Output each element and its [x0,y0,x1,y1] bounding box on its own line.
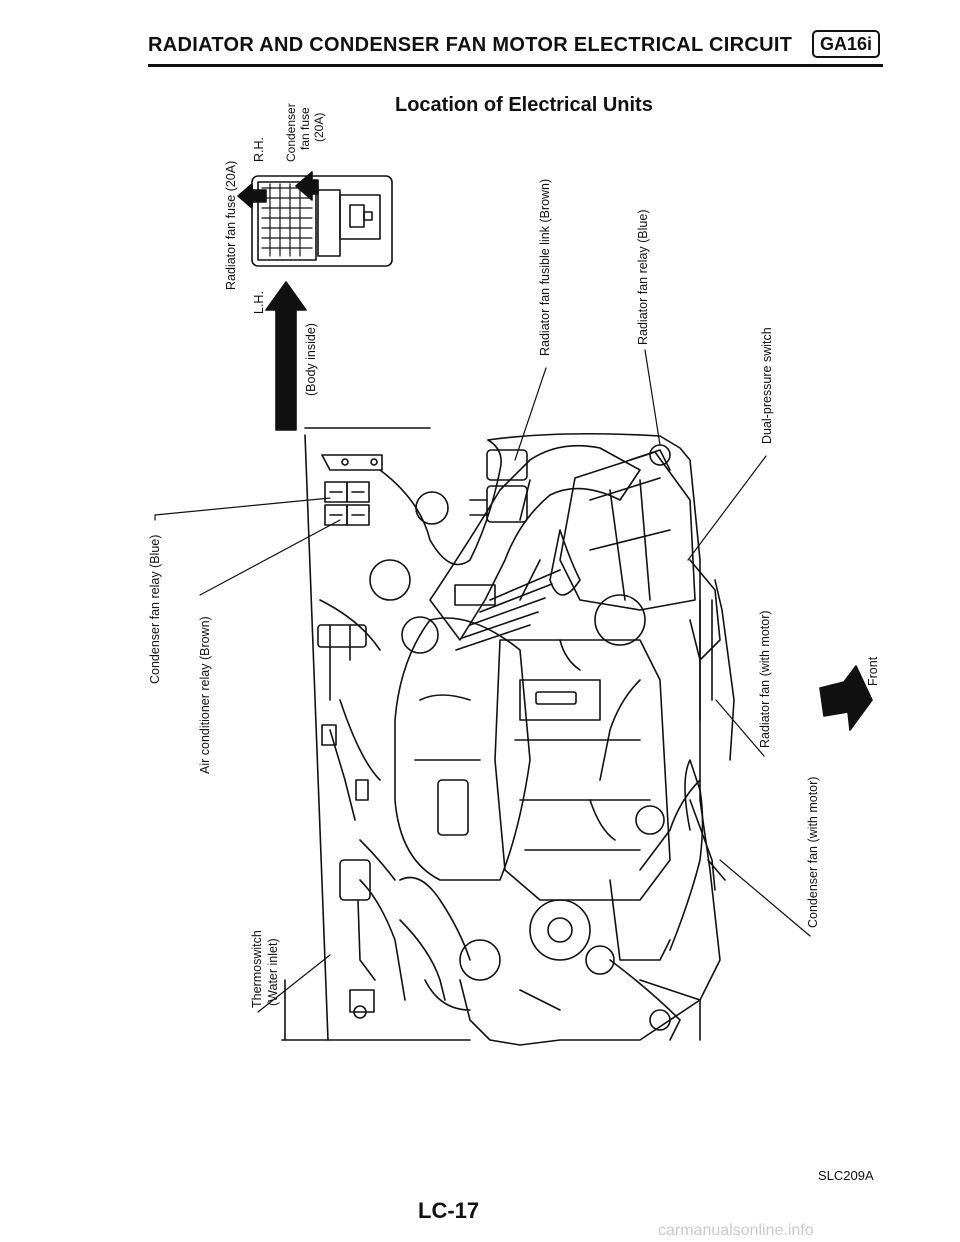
section-subtitle: Location of Electrical Units [395,94,653,116]
label-radiator-fan-fusible-link: Radiator fan fusible link (Brown) [538,178,552,356]
label-condenser-fan-fuse-line2: fan fuse [298,107,312,150]
front-arrow [820,666,872,730]
page-header: RADIATOR AND CONDENSER FAN MOTOR ELECTRI… [0,0,960,80]
label-radiator-fan-fuse: Radiator fan fuse (20A) [224,160,238,290]
figure-code: SLC209A [818,1168,874,1183]
label-radiator-fan-motor: Radiator fan (with motor) [758,610,772,748]
label-condenser-fan-fuse-line1: Condenser [284,103,298,162]
watermark: carmanualsonline.info [658,1222,814,1239]
label-dual-pressure-switch: Dual-pressure switch [760,327,774,444]
label-condenser-fan-relay: Condenser fan relay (Blue) [148,534,162,684]
label-rh: R.H. [252,137,266,162]
label-thermoswitch-line2: (Water inlet) [266,938,280,1006]
label-condenser-fan-motor: Condenser fan (with motor) [806,776,820,928]
header-rule [148,64,883,67]
page-title: RADIATOR AND CONDENSER FAN MOTOR ELECTRI… [148,34,793,56]
engine-assembly [318,434,734,1045]
label-condenser-fan-fuse-line3: (20A) [312,112,326,142]
label-thermoswitch-line1: Thermoswitch [250,930,264,1008]
label-body-inside: (Body inside) [304,323,318,396]
fuse-box-illustration [252,176,392,266]
relay-bracket [322,455,382,525]
page-number: LC-17 [418,1198,480,1223]
label-lh: L.H. [252,291,266,314]
engine-code-badge: GA16i [812,30,880,58]
label-front: Front [866,656,880,686]
fuse-arrows [238,172,318,430]
label-radiator-fan-relay: Radiator fan relay (Blue) [636,209,650,345]
leader-lines [155,350,810,1012]
label-air-conditioner-relay: Air conditioner relay (Brown) [198,616,212,774]
